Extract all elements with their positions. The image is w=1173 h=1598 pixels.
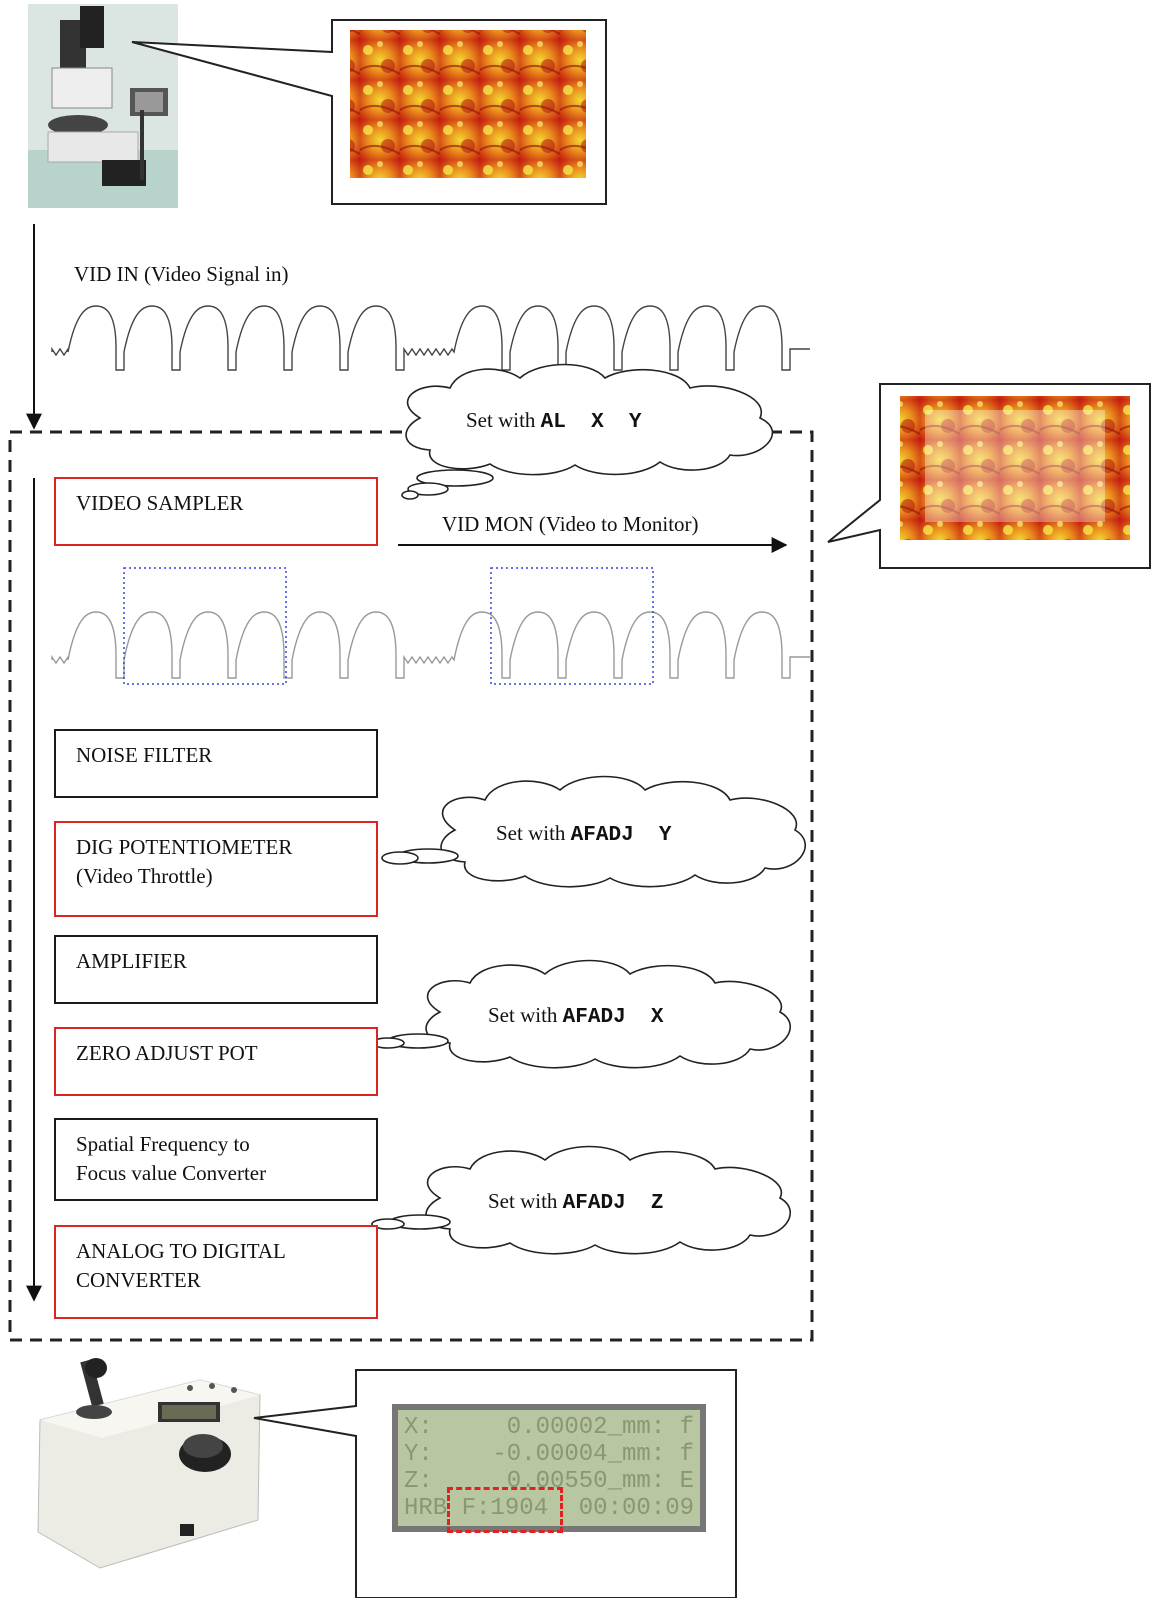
lcd-row-y: Y: -0.00004_mm: f [404,1441,694,1468]
cloud-4-prefix: Set with [488,1189,563,1213]
lcd-row-time: 00:00:09 [578,1495,694,1522]
tissue-callout-right [827,383,1151,569]
tissue-callout-top [131,19,607,205]
block-dig-potentiometer-sublabel: (Video Throttle) [76,864,213,888]
cloud-3-command: AFADJ X [562,1006,664,1029]
lcd-row-x: X: 0.00002_mm: f [404,1414,694,1441]
block-analog-to-digital-label: ANALOG TO DIGITAL [76,1239,286,1263]
block-analog-to-digital: ANALOG TO DIGITAL CONVERTER [54,1225,378,1319]
block-analog-to-digital-sublabel: CONVERTER [76,1268,201,1292]
cloud-3 [371,959,792,1069]
cloud-1 [401,363,774,500]
vid-in-label: VID IN (Video Signal in) [74,262,289,286]
lcd-row-z-value: 0.00550_mm: E [506,1468,694,1495]
lcd-display: X: 0.00002_mm: f Y: -0.00004_mm: f Z: 0.005… [392,1404,706,1532]
focus-value-highlight [447,1487,563,1533]
lcd-row-z: Z: 0.00550_mm: E [404,1468,694,1495]
cloud-2-command: AFADJ Y [570,824,672,847]
block-zero-adjust-pot-label: ZERO ADJUST POT [76,1041,258,1065]
cloud-4-command: AFADJ Z [562,1192,664,1215]
block-spatial-frequency: Spatial Frequency to Focus value Convert… [54,1118,378,1201]
lcd-row-z-label: Z: [404,1468,433,1495]
sample-window-1 [123,567,287,685]
vid-in-waveform [51,305,810,371]
cloud-2-prefix: Set with [496,821,571,845]
lcd-row-x-label: X: [404,1414,433,1441]
cloud-1-text: Set with AL X Y [466,408,642,434]
lcd-row-y-value: -0.00004_mm: f [492,1441,694,1468]
sample-window-2 [490,567,654,685]
cloud-2 [381,775,807,888]
lcd-row-x-value: 0.00002_mm: f [506,1414,694,1441]
block-amplifier: AMPLIFIER [54,935,378,1004]
block-noise-filter-label: NOISE FILTER [76,743,213,767]
block-spatial-frequency-sublabel: Focus value Converter [76,1161,267,1185]
joystick-controller-photo [37,1358,261,1569]
block-zero-adjust-pot: ZERO ADJUST POT [54,1027,378,1096]
block-video-sampler: VIDEO SAMPLER [54,477,378,546]
cloud-1-prefix: Set with [466,408,541,432]
block-dig-potentiometer-label: DIG POTENTIOMETER [76,835,293,859]
block-amplifier-label: AMPLIFIER [76,949,187,973]
block-dig-potentiometer: DIG POTENTIOMETER (Video Throttle) [54,821,378,917]
cloud-1-command: AL X Y [540,411,642,434]
cloud-3-prefix: Set with [488,1003,563,1027]
lcd-row-focus-label: HRB F:1904 [404,1495,549,1522]
microscope-photo [28,4,178,208]
lcd-row-y-label: Y: [404,1441,433,1468]
cloud-3-text: Set with AFADJ X [488,1003,664,1029]
block-video-sampler-label: VIDEO SAMPLER [76,491,244,515]
cloud-4 [371,1145,792,1255]
block-noise-filter: NOISE FILTER [54,729,378,798]
lcd-row-focus: HRB F:1904 00:00:09 [404,1495,694,1522]
cloud-2-text: Set with AFADJ Y [496,821,672,847]
vid-mon-label: VID MON (Video to Monitor) [442,512,699,536]
sampled-waveform [51,567,810,685]
cloud-4-text: Set with AFADJ Z [488,1189,664,1215]
block-spatial-frequency-label: Spatial Frequency to [76,1132,250,1156]
